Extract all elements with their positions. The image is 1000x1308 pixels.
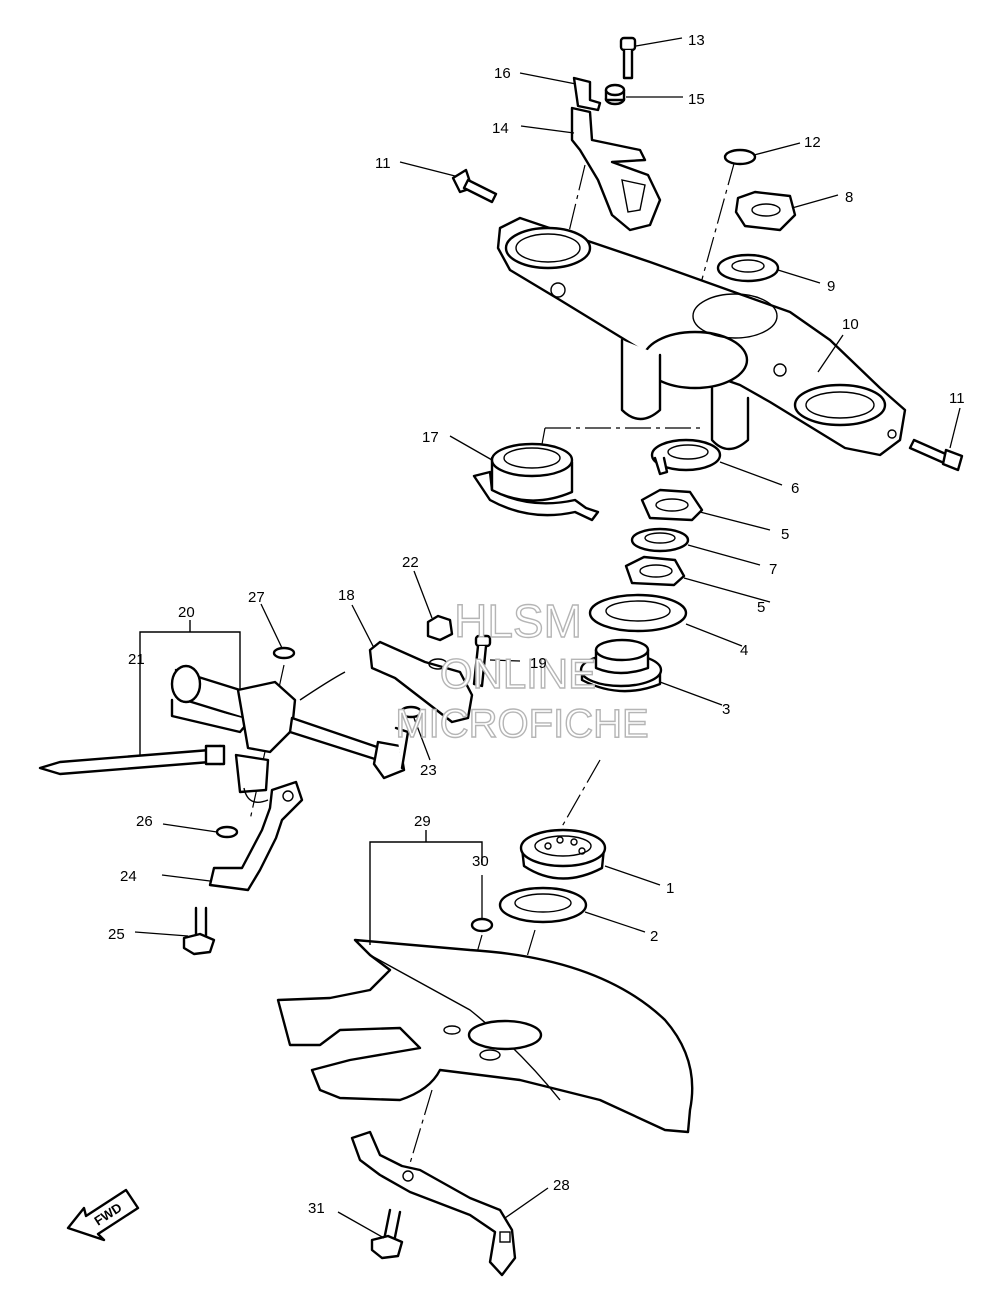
callout-20: 20 — [178, 604, 195, 621]
clip — [572, 76, 602, 112]
steering-damper — [170, 664, 410, 803]
upper-bracket — [496, 216, 907, 457]
callout-29: 29 — [414, 813, 431, 830]
bolt-22 — [426, 614, 454, 642]
callout-3: 3 — [722, 701, 730, 718]
bearing-race — [498, 886, 588, 924]
callout-13: 13 — [688, 32, 705, 49]
bolt-right — [908, 438, 964, 472]
watermark-line-3: MICROFICHE — [395, 702, 648, 746]
callout-17: 17 — [422, 429, 439, 446]
upper-bearing — [579, 638, 663, 693]
bolt-25 — [182, 906, 216, 956]
watermark-line-2: ONLINE — [440, 650, 596, 697]
cable-tie — [38, 744, 226, 776]
cap — [723, 148, 757, 166]
callout-12: 12 — [804, 134, 821, 151]
callout-25: 25 — [108, 926, 125, 943]
seal — [588, 593, 688, 633]
callout-18: 18 — [338, 587, 355, 604]
callout-15: 15 — [688, 91, 705, 108]
callout-22: 22 — [402, 554, 419, 571]
callout-8: 8 — [845, 189, 853, 206]
group-brackets — [139, 620, 483, 945]
ring-nut-upper — [640, 488, 704, 522]
callout-10: 10 — [842, 316, 859, 333]
callout-2: 2 — [650, 928, 658, 945]
callout-7: 7 — [769, 561, 777, 578]
washer-7 — [630, 527, 690, 553]
callout-labels: 1 2 3 4 5 5 6 7 8 9 10 11 11 12 13 14 15… — [108, 32, 965, 1217]
callout-5b: 5 — [757, 599, 765, 616]
callout-19: 19 — [530, 655, 547, 672]
callout-27: 27 — [248, 589, 265, 606]
callout-11b: 11 — [949, 390, 965, 407]
washer-9 — [716, 253, 780, 283]
washer-27 — [272, 646, 296, 660]
bolt-top — [619, 36, 637, 80]
callout-11a: 11 — [375, 155, 391, 172]
nut-30 — [470, 917, 494, 933]
callout-14: 14 — [492, 120, 509, 137]
callout-24: 24 — [120, 868, 137, 885]
callout-4: 4 — [740, 642, 748, 659]
callout-9: 9 — [827, 278, 835, 295]
lower-bearing — [519, 828, 607, 880]
collar — [604, 83, 626, 106]
washer-23 — [399, 705, 423, 719]
steering-stem-nut — [734, 190, 797, 232]
callout-30: 30 — [472, 853, 489, 870]
bolt-left — [451, 168, 498, 204]
callout-28: 28 — [553, 1177, 570, 1194]
callout-21: 21 — [128, 651, 145, 668]
steering-cover — [276, 938, 694, 1134]
callout-6: 6 — [791, 480, 799, 497]
callout-16: 16 — [494, 65, 511, 82]
callout-5a: 5 — [781, 526, 789, 543]
lock-washer — [650, 438, 722, 476]
damper-stay — [208, 780, 304, 892]
watermark-line-1: HLSM — [454, 595, 582, 647]
bearing-cover — [472, 442, 600, 522]
bolt-31 — [370, 1208, 404, 1260]
bolt-19 — [472, 634, 492, 688]
cover-stay — [350, 1130, 517, 1277]
watermark: HLSM ONLINE MICROFICHE — [395, 594, 650, 746]
handle-bracket — [570, 106, 662, 232]
leader-lines — [134, 37, 961, 1239]
callout-26: 26 — [136, 813, 153, 830]
ring-nut-lower — [624, 555, 686, 587]
fwd-arrow-icon: FWD — [66, 1188, 140, 1242]
callout-31: 31 — [308, 1200, 325, 1217]
washer-26 — [215, 825, 239, 839]
callout-1: 1 — [666, 880, 674, 897]
callout-23: 23 — [420, 762, 437, 779]
